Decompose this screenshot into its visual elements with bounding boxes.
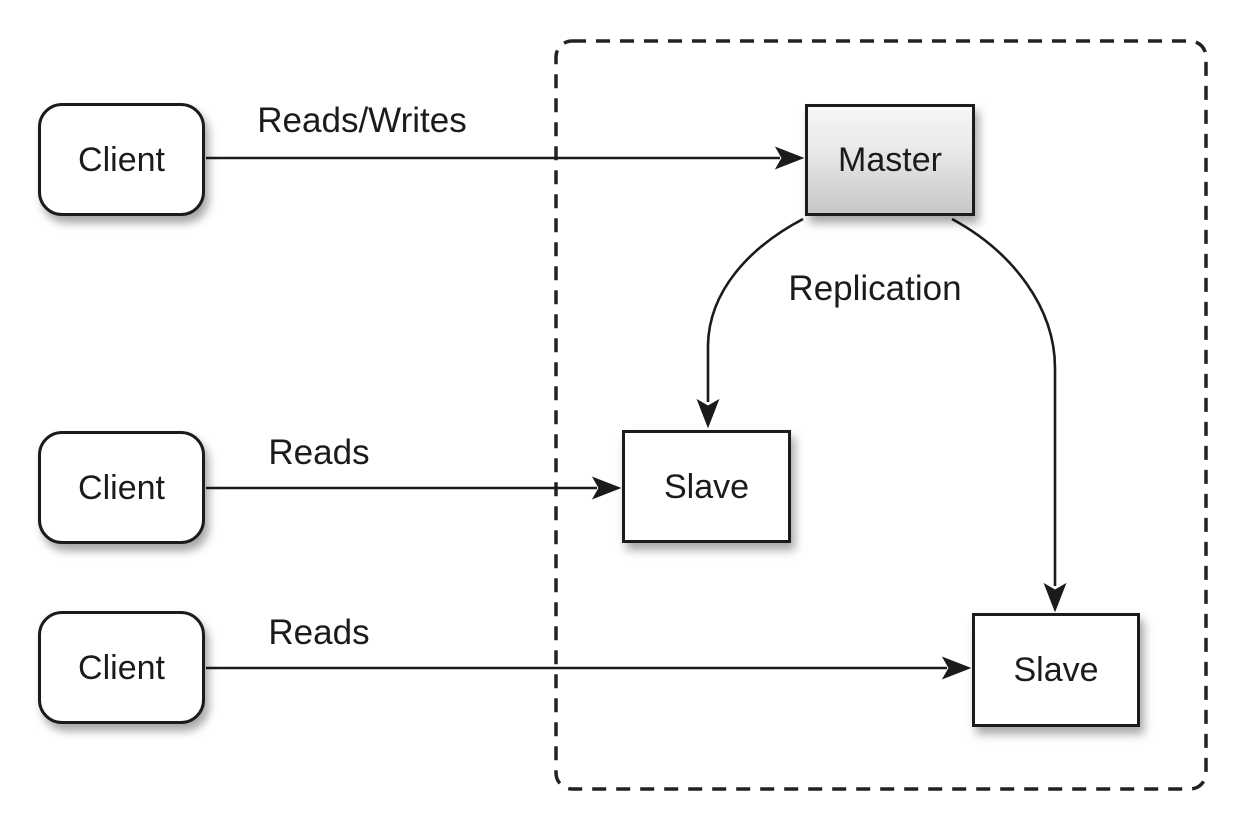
client-node-1-label: Client (78, 140, 165, 179)
slave-node-2: Slave (972, 613, 1140, 727)
master-node: Master (805, 104, 975, 216)
reads-label-bottom: Reads (268, 613, 370, 652)
reads-label-middle: Reads (268, 433, 370, 472)
client-node-2: Client (38, 431, 205, 544)
arrow-client-to-slave2 (206, 656, 972, 680)
reads-writes-label: Reads/Writes (257, 101, 467, 140)
arrow-master-to-slave1 (696, 217, 804, 429)
slave-node-1: Slave (622, 430, 791, 543)
slave-node-2-label: Slave (1013, 651, 1099, 689)
client-node-3: Client (38, 611, 205, 724)
client-node-1: Client (38, 103, 205, 216)
arrow-client-to-slave1 (206, 476, 622, 500)
client-node-2-label: Client (78, 468, 165, 507)
slave-node-1-label: Slave (663, 467, 750, 506)
master-node-label: Master (838, 141, 942, 179)
arrow-client-to-master (206, 146, 805, 170)
client-node-3-label: Client (78, 648, 165, 687)
replication-label: Replication (788, 269, 962, 308)
